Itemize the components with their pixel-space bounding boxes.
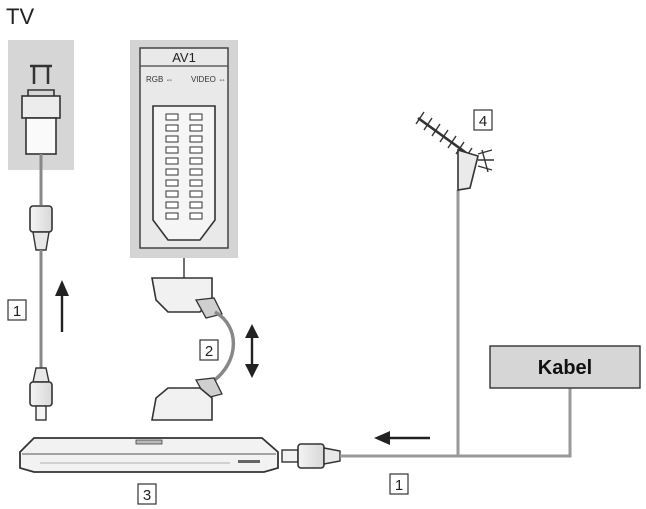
scart-pin [189, 157, 203, 165]
scart-pin [165, 124, 179, 132]
scart-pin [189, 190, 203, 198]
aerial-plug-bottom [29, 381, 53, 407]
scart-pin [165, 201, 179, 209]
svg-text:4: 4 [479, 113, 487, 130]
av1-scart-panel: AV1 RGB ⇔ VIDEO ⇔ [130, 40, 238, 258]
scart-pin [189, 113, 203, 121]
svg-text:3: 3 [143, 487, 151, 504]
scart-pin [189, 146, 203, 154]
av1-label: AV1 [172, 50, 196, 65]
callout-aerial-cable-bottom: 1 [389, 473, 409, 495]
scart-pin [189, 135, 203, 143]
scart-pin [165, 212, 179, 220]
rgb-label: RGB ⇔ [146, 75, 174, 84]
aerial-cable-left [29, 154, 53, 421]
scart-pin [165, 168, 179, 176]
kabel-label: Kabel [538, 357, 592, 379]
scart-pin [189, 212, 203, 220]
antenna-symbol-icon [30, 64, 52, 84]
scart-cable [151, 258, 236, 421]
scart-pin [165, 190, 179, 198]
antenna-socket [21, 89, 61, 155]
scart-pin [165, 146, 179, 154]
kabel-box: Kabel [489, 345, 641, 389]
callout-scart-cable: 2 [199, 339, 219, 361]
scart-plug-top [151, 277, 213, 313]
recorder-device [19, 437, 279, 473]
tv-title: TV [6, 4, 34, 29]
arrow-left-icon [374, 431, 430, 445]
scart-pin [165, 135, 179, 143]
scart-plug-bottom [151, 387, 213, 421]
svg-text:2: 2 [205, 343, 213, 360]
scart-pin [189, 168, 203, 176]
tv-antenna-socket-panel [8, 40, 74, 170]
arrow-up-down-icon [245, 324, 259, 378]
scart-pin [165, 179, 179, 187]
scart-pin [165, 157, 179, 165]
arrow-up-icon [55, 280, 69, 332]
callout-aerial-cable-left: 1 [7, 299, 27, 321]
video-label: VIDEO ⇔ [191, 75, 226, 84]
aerial-cable-bottom [281, 190, 572, 469]
roof-aerial-icon [415, 111, 494, 191]
callout-aerial: 4 [473, 109, 493, 131]
aerial-plug-top [29, 205, 53, 233]
scart-pin [189, 201, 203, 209]
svg-text:1: 1 [13, 303, 21, 320]
scart-pin [189, 179, 203, 187]
scart-pin [165, 113, 179, 121]
aerial-plug-right [297, 443, 325, 469]
svg-text:1: 1 [395, 477, 403, 494]
scart-pins [165, 113, 203, 220]
callout-recorder: 3 [137, 483, 157, 505]
scart-socket [152, 105, 216, 241]
scart-pin [189, 124, 203, 132]
